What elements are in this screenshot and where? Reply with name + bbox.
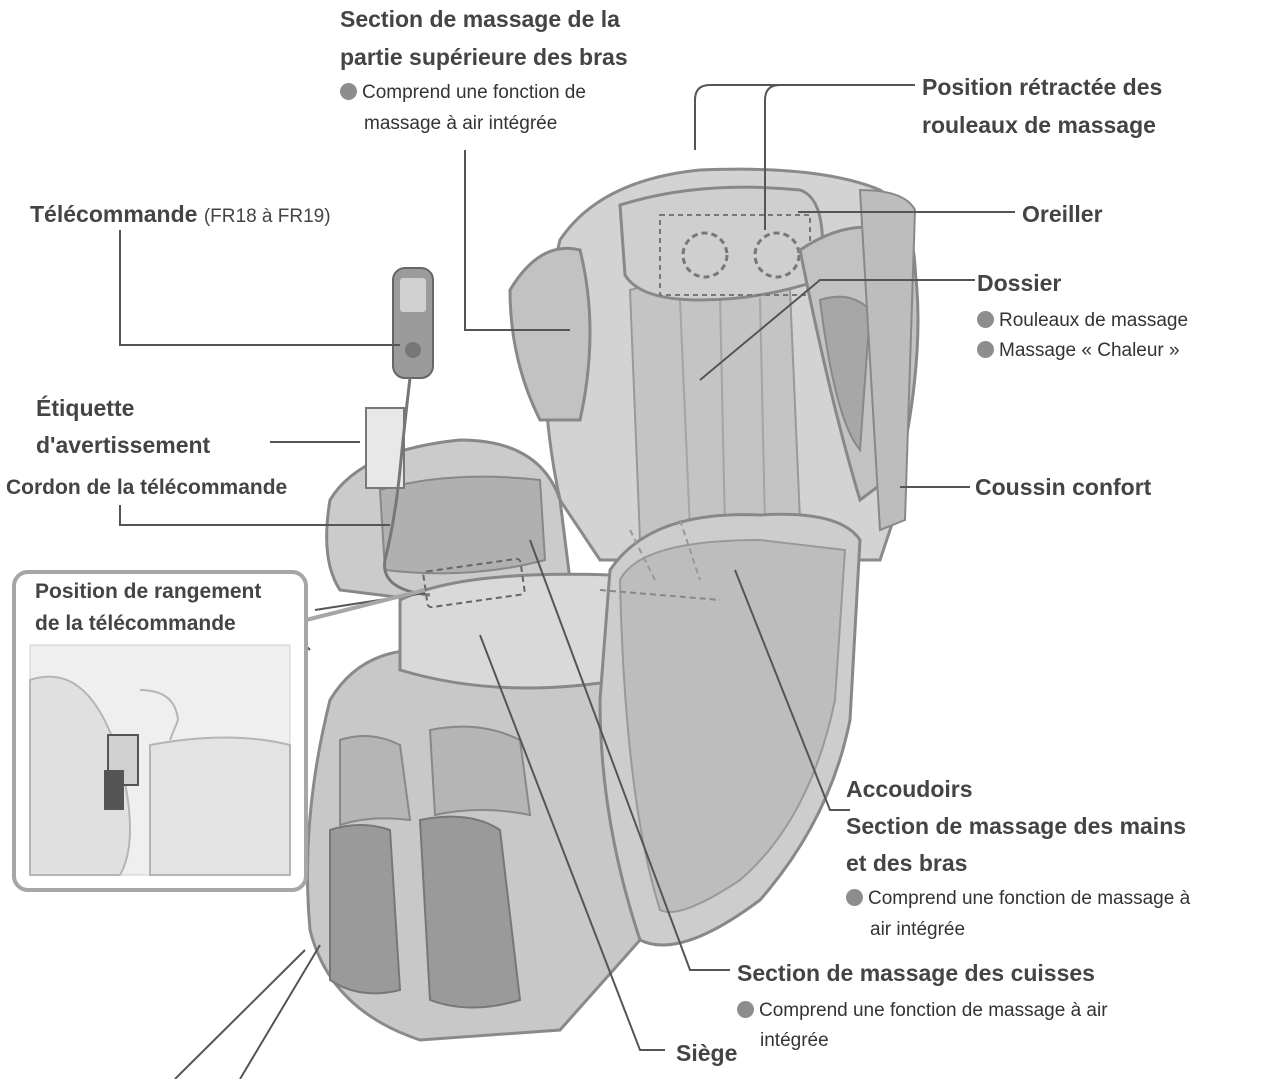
warning-label-tag: [365, 407, 405, 489]
upper-arm-title-1: Section de massage de la: [340, 6, 620, 32]
hands-arms-note-2: air intégrée: [870, 919, 966, 940]
backrest-note-2: Massage « Chaleur »: [977, 340, 1180, 362]
leg-rest-right-well: [418, 815, 522, 1009]
hands-arms-title-1: Section de massage des mains: [846, 813, 1187, 839]
pillow-label: Oreiller: [1022, 201, 1103, 227]
remote-title: Télécommande (FR18 à FR19): [30, 201, 331, 227]
bullet-icon: [737, 1001, 754, 1018]
comfort-cushion: [858, 188, 917, 532]
backrest-title: Dossier: [977, 270, 1062, 296]
thighs-note-2: intégrée: [760, 1030, 829, 1051]
upper-arm-note-2: massage à air intégrée: [364, 113, 558, 134]
remote-models: (FR18 à FR19): [203, 206, 331, 227]
rollers-title-1: Position rétractée des: [922, 74, 1163, 100]
upper-arm-note-1: Comprend une fonction de: [340, 82, 586, 104]
armrests-label: Accoudoirs: [846, 776, 973, 802]
hands-arms-note-1: Comprend une fonction de massage à: [846, 888, 1190, 910]
storage-label-2: de la télécommande: [35, 612, 236, 635]
thighs-title: Section de massage des cuisses: [737, 960, 1095, 986]
leg-rest-left-well: [329, 824, 402, 995]
upper-arm-title-2: partie supérieure des bras: [340, 44, 628, 70]
roller-left: [681, 231, 729, 279]
seat-label: Siège: [676, 1040, 738, 1066]
comfort-cushion-label: Coussin confort: [975, 474, 1152, 500]
thighs-note-1: Comprend une fonction de massage à air: [737, 1000, 1108, 1022]
warning-label-1: Étiquette: [36, 395, 135, 421]
rollers-title-2: rouleaux de massage: [922, 112, 1156, 138]
backrest-note-1: Rouleaux de massage: [977, 310, 1188, 332]
remote-cord: [383, 377, 431, 597]
warning-label-2: d'avertissement: [36, 432, 211, 458]
bullet-icon: [977, 311, 994, 328]
bullet-icon: [846, 889, 863, 906]
seat: [398, 572, 622, 690]
bullet-icon: [977, 341, 994, 358]
left-wing: [508, 246, 592, 422]
roller-right: [753, 231, 801, 279]
remote-cord-label: Cordon de la télécommande: [6, 476, 288, 499]
storage-label-1: Position de rangement: [35, 580, 262, 603]
hands-arms-title-2: et des bras: [846, 850, 968, 876]
pillow: [618, 185, 824, 302]
bullet-icon: [340, 83, 357, 100]
